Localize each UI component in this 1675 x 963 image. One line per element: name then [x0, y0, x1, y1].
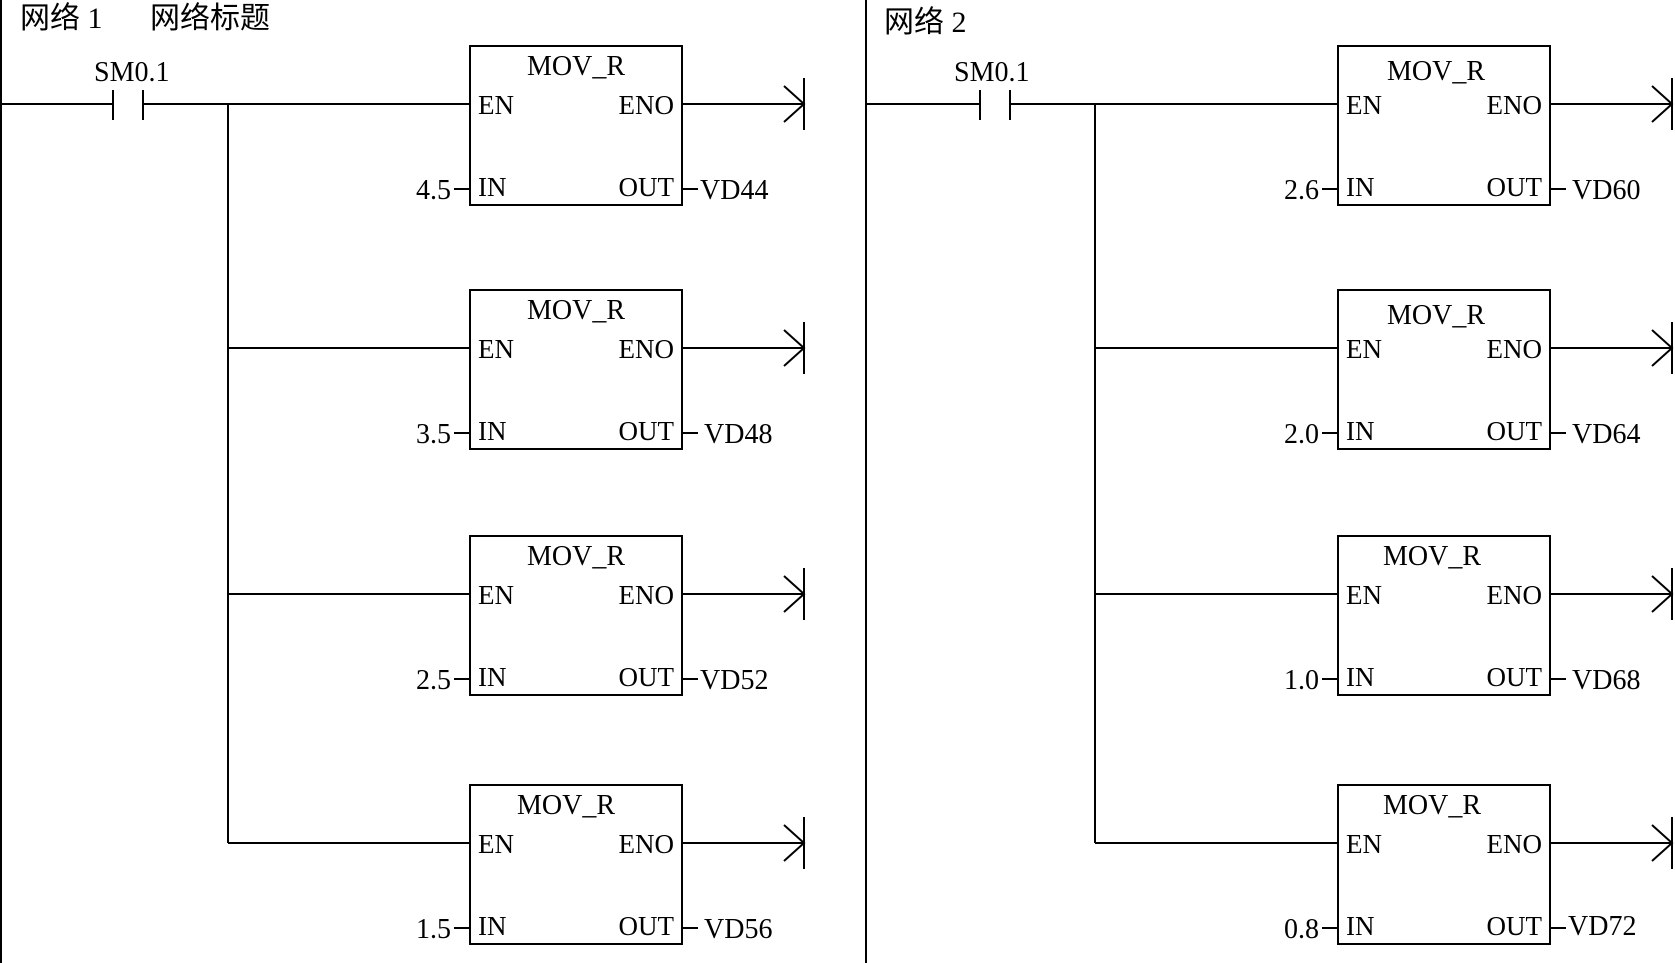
network-2: 网络 2 SM0.1 MOV_R EN ENO IN OUT 2.6 VD60 — [866, 6, 1674, 945]
out-pin: OUT — [619, 172, 675, 202]
in-pin: IN — [1346, 416, 1375, 446]
eno-pin: ENO — [619, 580, 675, 610]
normally-open-contact-icon — [1, 90, 228, 120]
eno-pin: ENO — [1487, 580, 1543, 610]
network-label: 网络 1 — [20, 2, 103, 35]
in-value: 1.5 — [416, 914, 451, 945]
in-pin: IN — [478, 172, 507, 202]
out-pin: OUT — [1487, 662, 1543, 692]
mov-r-block: MOV_R EN ENO IN OUT 4.5 VD44 — [228, 45, 806, 206]
eno-pin: ENO — [619, 90, 675, 120]
eno-pin: ENO — [1487, 334, 1543, 364]
out-address: VD44 — [700, 175, 768, 206]
en-pin: EN — [478, 829, 514, 859]
out-address: VD48 — [704, 419, 772, 450]
block-frame — [1337, 289, 1551, 450]
mov-r-block: MOV_R EN ENO IN OUT 0.8 VD72 — [1095, 784, 1674, 945]
block-name: MOV_R — [527, 51, 625, 82]
out-address: VD52 — [700, 665, 768, 696]
out-address: VD56 — [704, 914, 772, 945]
in-value: 3.5 — [416, 419, 451, 450]
eno-output-arrow-icon — [1550, 817, 1674, 869]
mov-r-block: MOV_R EN ENO IN OUT 2.5 VD52 — [228, 535, 806, 696]
in-value: 2.6 — [1284, 175, 1319, 206]
out-pin: OUT — [1487, 911, 1543, 941]
contact-address: SM0.1 — [954, 57, 1029, 88]
out-address: VD60 — [1572, 175, 1640, 206]
block-name: MOV_R — [1387, 300, 1485, 331]
mov-r-block: MOV_R EN ENO IN OUT 3.5 VD48 — [228, 289, 806, 450]
eno-output-arrow-icon — [682, 568, 806, 620]
network-title: 网络标题 — [150, 2, 270, 35]
mov-r-block: MOV_R EN ENO IN OUT 1.0 VD68 — [1095, 535, 1674, 696]
en-pin: EN — [1346, 829, 1382, 859]
in-value: 2.5 — [416, 665, 451, 696]
en-pin: EN — [478, 334, 514, 364]
block-name: MOV_R — [527, 541, 625, 572]
mov-r-block: MOV_R EN ENO IN OUT 2.0 VD64 — [1095, 289, 1674, 450]
block-frame — [469, 289, 683, 450]
mov-r-block: MOV_R EN ENO IN OUT 2.6 VD60 — [1095, 45, 1674, 206]
network-1: 网络 1 网络标题 SM0.1 MOV_R EN ENO IN OUT 4.5 … — [0, 0, 806, 963]
out-pin: OUT — [1487, 416, 1543, 446]
in-value: 1.0 — [1284, 665, 1319, 696]
block-frame — [1337, 535, 1551, 696]
in-value: 4.5 — [416, 175, 451, 206]
out-pin: OUT — [619, 911, 675, 941]
en-pin: EN — [478, 580, 514, 610]
block-name: MOV_R — [1383, 790, 1481, 821]
eno-output-arrow-icon — [1550, 322, 1674, 374]
out-address: VD64 — [1572, 419, 1640, 450]
en-pin: EN — [1346, 580, 1382, 610]
out-pin: OUT — [619, 662, 675, 692]
out-address: VD72 — [1568, 911, 1636, 942]
in-pin: IN — [478, 911, 507, 941]
eno-pin: ENO — [1487, 90, 1543, 120]
out-pin: OUT — [1487, 172, 1543, 202]
mov-r-block: MOV_R EN ENO IN OUT 1.5 VD56 — [228, 784, 806, 945]
contact-address: SM0.1 — [94, 57, 169, 88]
out-pin: OUT — [619, 416, 675, 446]
en-pin: EN — [1346, 90, 1382, 120]
block-frame — [1337, 784, 1551, 945]
out-address: VD68 — [1572, 665, 1640, 696]
in-pin: IN — [478, 416, 507, 446]
network-label: 网络 2 — [884, 6, 967, 39]
en-pin: EN — [1346, 334, 1382, 364]
block-name: MOV_R — [1387, 56, 1485, 87]
in-value: 0.8 — [1284, 914, 1319, 945]
block-name: MOV_R — [1383, 541, 1481, 572]
in-value: 2.0 — [1284, 419, 1319, 450]
eno-output-arrow-icon — [1550, 78, 1674, 130]
block-frame — [469, 784, 683, 945]
eno-output-arrow-icon — [682, 817, 806, 869]
block-frame — [469, 535, 683, 696]
block-name: MOV_R — [527, 295, 625, 326]
eno-pin: ENO — [619, 334, 675, 364]
block-frame — [469, 45, 683, 206]
eno-pin: ENO — [619, 829, 675, 859]
in-pin: IN — [1346, 172, 1375, 202]
eno-pin: ENO — [1487, 829, 1543, 859]
block-frame — [1337, 45, 1551, 206]
en-pin: EN — [478, 90, 514, 120]
normally-open-contact-icon — [866, 90, 1095, 120]
eno-output-arrow-icon — [682, 322, 806, 374]
eno-output-arrow-icon — [1550, 568, 1674, 620]
in-pin: IN — [1346, 911, 1375, 941]
in-pin: IN — [1346, 662, 1375, 692]
in-pin: IN — [478, 662, 507, 692]
block-name: MOV_R — [517, 790, 615, 821]
eno-output-arrow-icon — [682, 78, 806, 130]
